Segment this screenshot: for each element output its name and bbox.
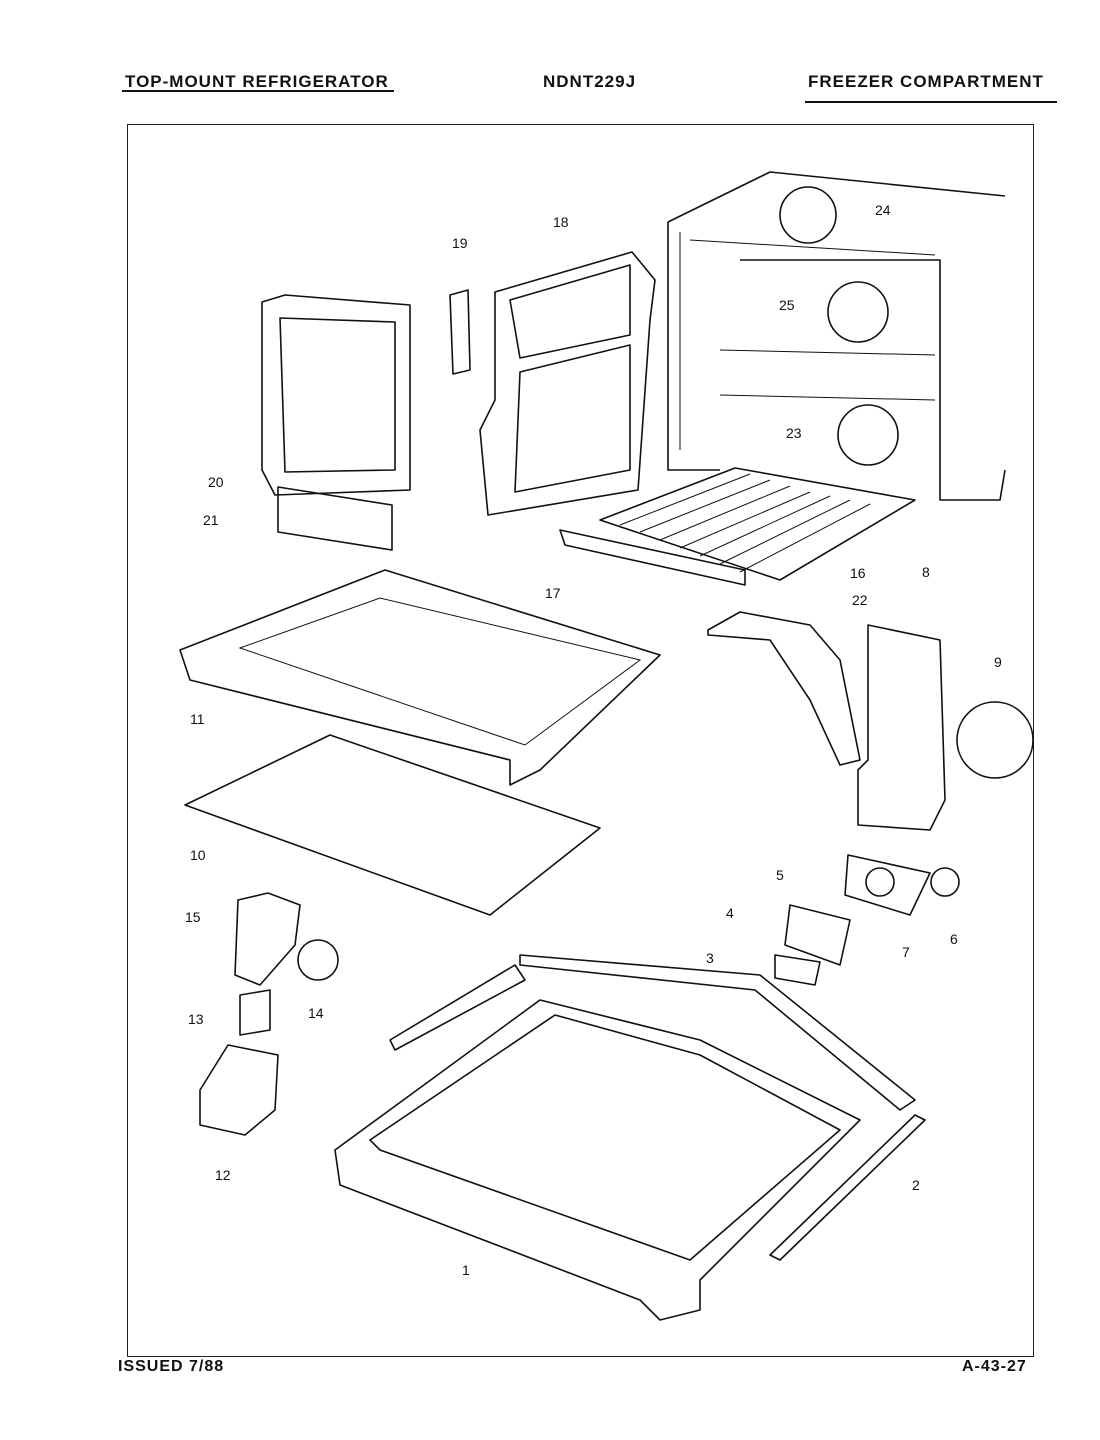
callout-3: 3 — [706, 950, 714, 966]
callout-22: 22 — [852, 592, 868, 608]
callout-14: 14 — [308, 1005, 324, 1021]
callout-9: 9 — [994, 654, 1002, 670]
door-plate — [277, 486, 393, 551]
callout-11: 11 — [190, 711, 205, 727]
header-title: TOP-MOUNT REFRIGERATOR — [125, 72, 389, 91]
callout-23: 23 — [786, 425, 802, 441]
section-title: FREEZER COMPARTMENT — [808, 72, 1044, 91]
air-duct — [707, 611, 861, 766]
callout-2: 2 — [912, 1177, 920, 1193]
callout-8: 8 — [922, 564, 930, 580]
callout-19: 19 — [452, 235, 468, 251]
callout-5: 5 — [776, 867, 784, 883]
detail-callouts — [779, 186, 1034, 779]
freezer-door — [479, 251, 656, 516]
freezer-floor — [179, 569, 661, 786]
callout-4: 4 — [726, 905, 734, 921]
base-pan — [334, 954, 926, 1321]
callout-17: 17 — [545, 585, 561, 601]
model-number: NDNT229J — [543, 72, 637, 91]
callout-15: 15 — [185, 909, 201, 925]
callout-10: 10 — [190, 847, 206, 863]
callout-25: 25 — [779, 297, 795, 313]
page-number: A-43-27 — [962, 1358, 1027, 1375]
callout-7: 7 — [902, 944, 910, 960]
callout-20: 20 — [208, 474, 224, 490]
callout-16: 16 — [850, 565, 866, 581]
callout-labels: 1 2 3 4 5 6 7 8 9 10 11 12 13 14 15 16 1… — [185, 202, 1002, 1278]
callout-13: 13 — [188, 1011, 204, 1027]
callout-6: 6 — [950, 931, 958, 947]
callout-21: 21 — [203, 512, 219, 528]
door-hinge — [449, 289, 471, 375]
fan-assembly — [774, 854, 960, 986]
callout-1: 1 — [462, 1262, 470, 1278]
callout-18: 18 — [553, 214, 569, 230]
header-underline-left — [122, 90, 394, 92]
callout-24: 24 — [875, 202, 891, 218]
header-underline-right — [805, 101, 1057, 103]
door-panel — [261, 294, 411, 496]
callout-12: 12 — [215, 1167, 231, 1183]
freezer-cabinet — [667, 171, 1006, 501]
evaporator-cover — [857, 624, 946, 831]
ice-bin — [199, 892, 339, 1136]
wire-shelf — [559, 467, 916, 586]
issued-date: ISSUED 7/88 — [118, 1358, 225, 1375]
insulation-pad — [184, 734, 601, 916]
